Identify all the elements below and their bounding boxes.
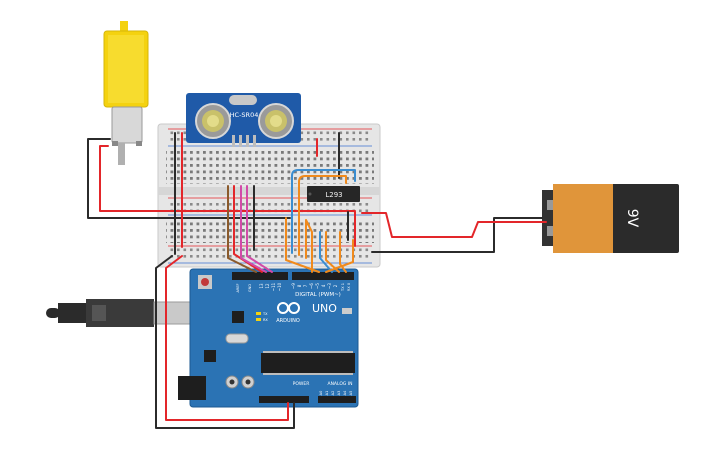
wire-sensor-pink-2[interactable] <box>246 185 273 273</box>
gnd-label: GND <box>248 284 252 292</box>
wire-chip-orange-6[interactable] <box>285 217 320 273</box>
pin-label-5: ~5 <box>315 283 320 289</box>
wire-arduino-red[interactable] <box>165 255 289 421</box>
analog-header-label: ANALOG IN <box>327 381 352 387</box>
wire-arduino-black[interactable] <box>155 255 295 429</box>
power-header-label: POWER <box>293 381 310 387</box>
analog-label-a0: A0 <box>319 391 323 396</box>
analog-label-a4: A4 <box>343 390 347 395</box>
analog-label-a5: A5 <box>349 391 353 396</box>
pin-label-3: ~3 <box>327 283 332 289</box>
wire-battery-black[interactable] <box>371 217 543 253</box>
battery-label: 9V <box>624 209 640 228</box>
digital-header-label: DIGITAL (PWM~) <box>295 292 341 298</box>
wire-chip-orange-2[interactable] <box>305 219 313 273</box>
pin-label-6: ~6 <box>309 283 314 289</box>
wire-chip-blue-2[interactable] <box>319 231 333 273</box>
analog-label-a3: A3 <box>337 391 341 396</box>
arduino-logo-text: ARDUINO <box>276 318 300 324</box>
wire-battery-red[interactable] <box>361 212 547 238</box>
pin-label-2: 2 <box>333 284 338 287</box>
rx-label: RX <box>263 318 268 322</box>
pin-label-13: 13 <box>259 283 264 289</box>
battery-9v[interactable]: 9V <box>542 184 679 253</box>
arduino-logo-icon <box>277 302 300 314</box>
wire-chip-orange-5[interactable] <box>325 239 354 273</box>
pin-label-12: 12 <box>265 283 270 289</box>
pin-label-4: 4 <box>321 284 326 287</box>
analog-label-a1: A1 <box>325 391 329 396</box>
tx-label: TX <box>262 312 268 316</box>
dc-motor[interactable] <box>103 21 149 165</box>
wire-chip-orange-4[interactable] <box>339 231 347 273</box>
pin-label-0: RX 0 <box>347 283 351 291</box>
aref-label: AREF <box>236 283 240 292</box>
wires <box>87 132 547 429</box>
arduino-model: UNO <box>312 302 337 315</box>
pin-label-10: ~10 <box>277 282 282 291</box>
arduino-uno[interactable]: 13 12 ~11 ~10 ~9 8 7 ~6 ~5 4 ~3 2 TX 1 R… <box>178 268 359 408</box>
pin-label-8: 8 <box>297 284 302 287</box>
l293-chip[interactable]: L293 <box>307 186 360 202</box>
wire-sensor-red[interactable] <box>233 185 263 273</box>
sensor-model-label: HC-SR04 <box>230 111 259 119</box>
wire-sensor-brown[interactable] <box>227 185 257 273</box>
pin-label-7: 7 <box>303 284 308 287</box>
pin-label-1: TX 1 <box>341 283 345 292</box>
wire-motor-black[interactable] <box>87 138 291 219</box>
pin-label-9: ~9 <box>291 283 296 289</box>
wire-chip-orange-1[interactable] <box>298 175 347 256</box>
ultrasonic-sensor[interactable]: HC-SR04 <box>186 93 301 147</box>
pin-label-11: ~11 <box>271 282 276 291</box>
wire-chip-blue-1[interactable] <box>291 169 356 254</box>
usb-cable[interactable] <box>46 299 211 327</box>
analog-label-a2: A2 <box>331 391 335 396</box>
chip-label: L293 <box>325 191 342 199</box>
wire-sensor-pink-1[interactable] <box>240 185 267 273</box>
